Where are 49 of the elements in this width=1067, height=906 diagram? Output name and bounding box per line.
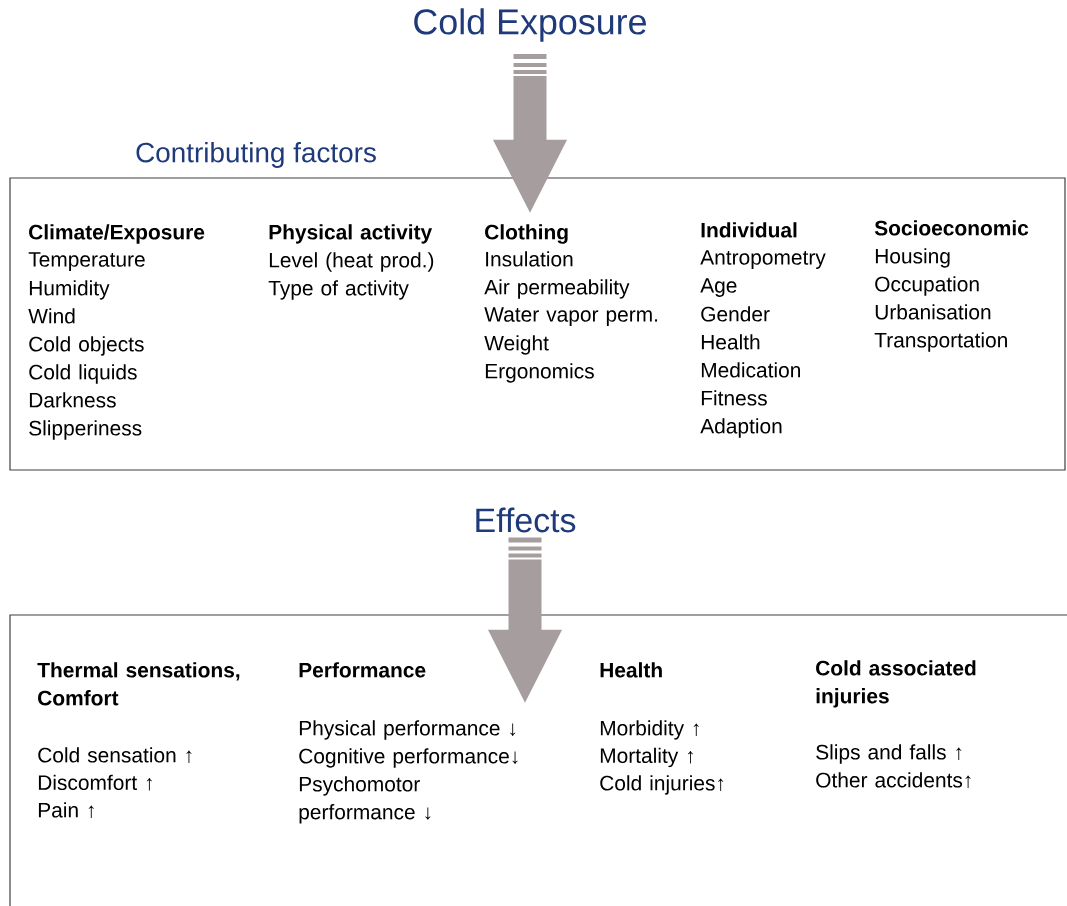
list-item: Darkness bbox=[29, 392, 116, 408]
list-item: Level (heat prod.) bbox=[269, 252, 434, 272]
list-item: Cold liquids bbox=[29, 364, 137, 384]
list-item: Physical performance ↓ bbox=[299, 720, 516, 740]
list-item: Slipperiness bbox=[29, 420, 142, 440]
list-item: Discomfort ↑ bbox=[38, 774, 152, 791]
list-item: Transportation bbox=[874, 332, 1007, 352]
list-item: Other accidents↑ bbox=[816, 772, 971, 788]
list-item: Temperature bbox=[28, 252, 145, 271]
list-item: Fitness bbox=[701, 390, 767, 406]
list-item: Housing bbox=[875, 248, 950, 268]
list-item: Pain ↑ bbox=[38, 802, 94, 818]
column-heading: Cold associated injuries bbox=[816, 660, 976, 708]
list-item: Adaption bbox=[700, 418, 782, 438]
frame-box bbox=[9, 614, 1067, 906]
column-heading: Health bbox=[600, 662, 662, 678]
list-item: Psychomotor performance ↓ bbox=[299, 776, 431, 824]
list-item: Occupation bbox=[875, 276, 979, 296]
list-item: Morbidity ↑ bbox=[600, 720, 699, 740]
list-item: Age bbox=[700, 278, 737, 297]
list-item: Cognitive performance↓ bbox=[299, 748, 518, 768]
column-heading: Socioeconomic bbox=[874, 220, 1029, 236]
list-item: Type of activity bbox=[268, 280, 409, 300]
list-item: Cold sensation ↑ bbox=[38, 747, 192, 763]
list-item: Slips and falls ↑ bbox=[816, 744, 962, 764]
list-item: Ergonomics bbox=[485, 363, 594, 383]
list-item: Urbanisation bbox=[875, 304, 991, 320]
list-item: Mortality ↑ bbox=[600, 747, 693, 768]
list-item: Medication bbox=[701, 362, 800, 378]
list-item: Water vapor perm. bbox=[484, 307, 658, 326]
column-heading: Clothing bbox=[485, 224, 568, 244]
column-heading: Thermal sensations, Comfort bbox=[37, 662, 240, 706]
column-heading: Climate/Exposure bbox=[29, 224, 205, 244]
list-item: Health bbox=[701, 334, 760, 350]
column-heading: Physical activity bbox=[269, 224, 433, 244]
list-item: Humidity bbox=[29, 280, 110, 300]
column-heading: Individual bbox=[701, 222, 797, 238]
list-item: Weight bbox=[484, 335, 549, 355]
list-item: Cold objects bbox=[29, 336, 144, 356]
node-label: Contributing factors bbox=[136, 142, 376, 168]
list-item: Insulation bbox=[486, 251, 573, 267]
list-item: Antropometry bbox=[700, 250, 826, 269]
column-heading: Performance bbox=[299, 662, 426, 678]
heading: Cold Exposure bbox=[414, 8, 646, 42]
list-item: Gender bbox=[701, 306, 770, 322]
list-item: Air permeability bbox=[484, 279, 630, 299]
heading: Effects bbox=[476, 507, 576, 533]
list-item: Wind bbox=[28, 308, 75, 324]
list-item: Cold injuries↑ bbox=[600, 775, 724, 795]
